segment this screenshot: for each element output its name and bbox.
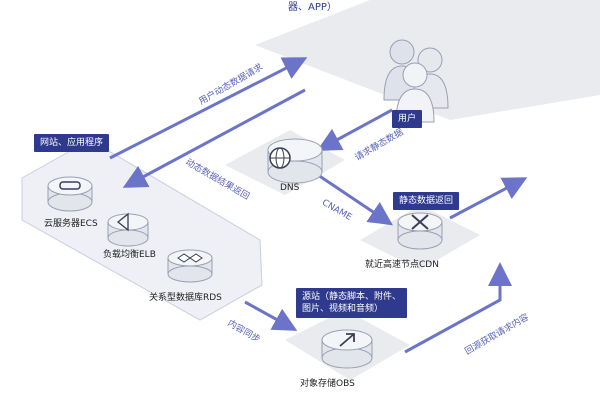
dns-label: DNS [280,183,300,193]
dns-icon [267,138,323,184]
top-endpoint-label: 器、APP） [288,2,337,13]
obs-icon [321,329,373,369]
user-label: 用户 [392,110,423,128]
cdn-return-tag: 静态数据返回 [393,192,460,210]
user-dynamic-request-line [109,57,308,160]
cdn-icon [397,212,443,250]
cdn-label: 就近高速节点CDN [365,260,439,270]
user-icon [383,39,449,123]
obs-origin-tag: 源站（静态脚本、附件、 图片、视频和音频） [296,288,408,318]
ecs-label: 云服务器ECS [44,219,98,229]
rds-label: 关系型数据库RDS [149,293,222,303]
rds-icon [167,249,213,283]
obs-origin-tag-line-2: 图片、视频和音频） [302,304,384,314]
elb-icon [107,212,149,247]
ecs-icon [47,176,93,212]
cname-line [317,173,393,226]
site-group-tag: 网站、应用程序 [34,134,110,152]
obs-origin-tag-line-1: 源站（静态脚本、附件、 [302,292,402,302]
origin-pull-line [404,262,512,354]
static-return-line [449,177,528,220]
dynamic-return-line [122,88,306,188]
obs-label: 对象存储OBS [300,379,355,389]
request-static-line [316,108,393,151]
sync-line [244,300,298,331]
elb-label: 负载均衡ELB [103,250,156,260]
